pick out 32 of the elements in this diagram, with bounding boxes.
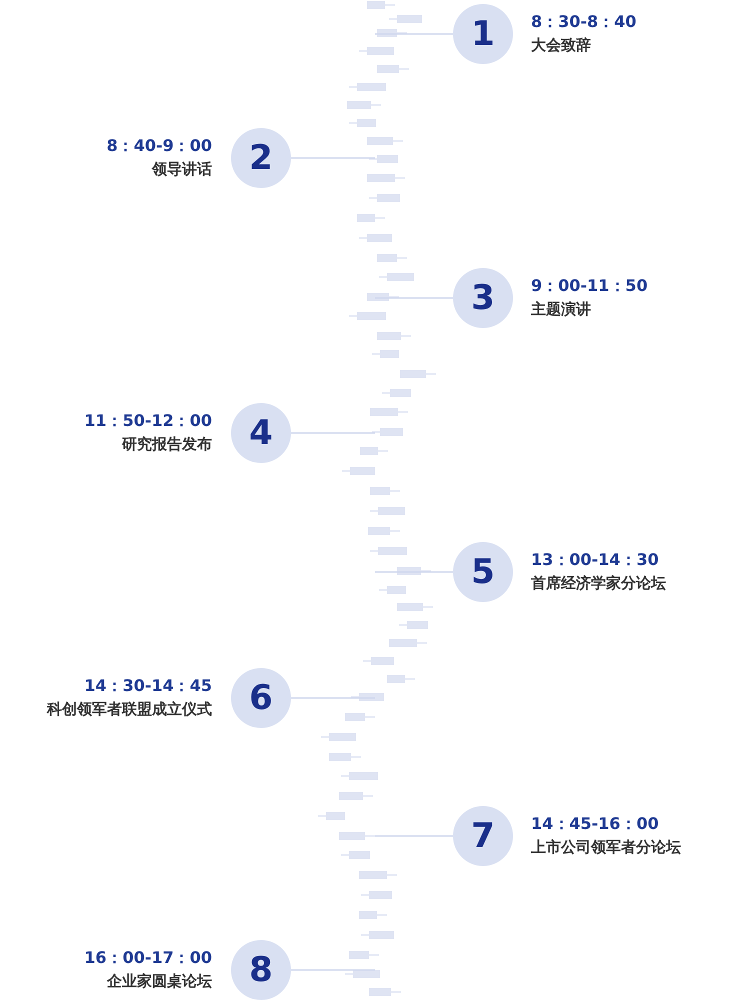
session-title: 领导讲话 bbox=[150, 159, 212, 180]
session-title: 研究报告发布 bbox=[120, 434, 212, 455]
time-range: 11：50-12：00 bbox=[84, 410, 212, 432]
step-number: 1 bbox=[471, 17, 495, 51]
session-title: 科创领军者联盟成立仪式 bbox=[47, 699, 212, 720]
step-number: 2 bbox=[249, 141, 273, 175]
connector-line bbox=[375, 571, 453, 573]
step-number: 3 bbox=[471, 281, 495, 315]
time-range: 8：30-8：40 bbox=[531, 11, 636, 33]
connector-line bbox=[375, 835, 453, 837]
step-number: 8 bbox=[249, 953, 273, 987]
step-number: 6 bbox=[249, 681, 273, 715]
time-range: 8：40-9：00 bbox=[106, 135, 212, 157]
step-number: 7 bbox=[471, 819, 495, 853]
time-range: 14：45-16：00 bbox=[531, 813, 660, 835]
time-range: 16：00-17：00 bbox=[84, 947, 212, 969]
time-range: 14：30-14：45 bbox=[83, 675, 212, 697]
session-title: 上市公司领军者分论坛 bbox=[531, 837, 681, 858]
connector-line bbox=[291, 697, 375, 699]
session-title: 首席经济学家分论坛 bbox=[531, 573, 666, 594]
connector-line bbox=[291, 432, 375, 434]
step-number: 4 bbox=[249, 416, 273, 450]
connector-line bbox=[375, 297, 453, 299]
session-title: 企业家圆桌论坛 bbox=[106, 971, 212, 992]
connector-line bbox=[291, 969, 375, 971]
time-range: 13：00-14：30 bbox=[531, 549, 660, 571]
connector-line bbox=[291, 157, 375, 159]
connector-line bbox=[375, 33, 453, 35]
session-title: 大会致辞 bbox=[531, 35, 592, 56]
step-number: 5 bbox=[471, 555, 495, 589]
time-range: 9：00-11：50 bbox=[531, 275, 648, 297]
session-title: 主题演讲 bbox=[531, 299, 592, 320]
